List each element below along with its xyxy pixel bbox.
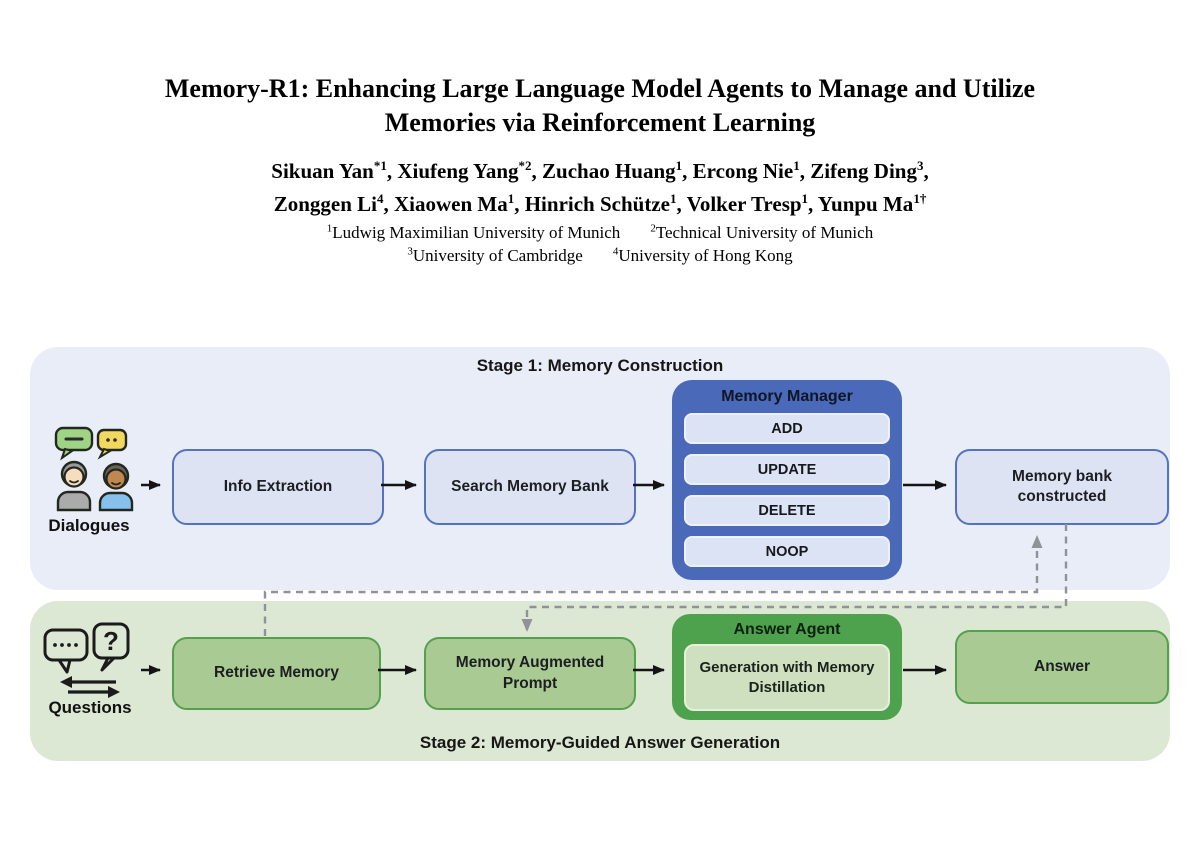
- author: Volker Tresp1,: [686, 190, 818, 216]
- affiliation: 4University of Hong Kong: [612, 245, 793, 265]
- retrieve-memory-box: Retrieve Memory: [172, 637, 381, 710]
- retrieve-memory-label: Retrieve Memory: [214, 664, 339, 682]
- questions-label: Questions: [48, 698, 132, 717]
- memory-manager-title: Memory Manager: [721, 388, 853, 405]
- author: Yunpu Ma1†: [817, 190, 927, 216]
- author: Xiaowen Ma1,: [393, 190, 525, 216]
- dialogues-people-icon: [50, 424, 140, 514]
- memory-op-noop-label: NOOP: [765, 543, 809, 560]
- paper-title: Memory-R1: Enhancing Large Language Mode…: [0, 72, 1200, 140]
- svg-text:?: ?: [103, 626, 119, 656]
- memory-op-delete-label: DELETE: [758, 502, 816, 519]
- generation-with-memory-distillation-label: Generation with Memory Distillation: [699, 659, 875, 696]
- memory-augmented-prompt-label: Memory Augmented Prompt: [455, 654, 605, 692]
- affiliation: 2Technical University of Munich: [650, 222, 874, 242]
- answer-agent-title: Answer Agent: [733, 621, 841, 638]
- search-memory-bank-box: Search Memory Bank: [424, 449, 636, 525]
- affiliation: 1Ludwig Maximilian University of Munich: [326, 222, 621, 242]
- generation-with-memory-distillation-box: Generation with Memory Distillation: [684, 644, 890, 711]
- stage2-label: Stage 2: Memory-Guided Answer Generation: [419, 733, 781, 752]
- affiliation: 3University of Cambridge: [407, 245, 583, 265]
- memory-op-update-label: UPDATE: [757, 461, 817, 478]
- author: Sikuan Yan*1,: [271, 158, 398, 183]
- info-extraction-box: Info Extraction: [172, 449, 384, 525]
- author-line-2: Zonggen Li4, Xiaowen Ma1, Hinrich Schütz…: [0, 188, 1200, 221]
- answer-box: Answer: [955, 630, 1169, 704]
- memory-op-delete: DELETE: [684, 495, 890, 526]
- author: Xiufeng Yang*2,: [397, 158, 543, 183]
- memory-op-add-label: ADD: [771, 420, 803, 437]
- search-memory-bank-label: Search Memory Bank: [451, 477, 609, 495]
- memory-op-update: UPDATE: [684, 454, 890, 485]
- paper-title-line2: Memories via Reinforcement Learning: [384, 107, 816, 137]
- author: Zonggen Li4,: [273, 190, 394, 216]
- paper-title-line1: Memory-R1: Enhancing Large Language Mode…: [164, 74, 1036, 103]
- author-list: Sikuan Yan*1, Xiufeng Yang*2, Zuchao Hua…: [0, 155, 1200, 220]
- memory-op-add: ADD: [684, 413, 890, 444]
- author: Ercong Nie1,: [692, 158, 811, 183]
- author: Zifeng Ding3,: [810, 158, 929, 183]
- memory-bank-constructed-label: Memory bank constructed: [1012, 467, 1112, 505]
- affiliation-line-2: 3University of Cambridge 4University of H…: [0, 244, 1200, 267]
- question-bubbles-icon: ?: [42, 622, 138, 700]
- author-line-1: Sikuan Yan*1, Xiufeng Yang*2, Zuchao Hua…: [0, 155, 1200, 188]
- memory-bank-constructed-box: Memory bank constructed: [955, 449, 1169, 525]
- dialogues-label: Dialogues: [48, 516, 130, 535]
- info-extraction-label: Info Extraction: [223, 477, 333, 495]
- memory-op-noop: NOOP: [684, 536, 890, 567]
- affiliation-line-1: 1Ludwig Maximilian University of Munich 2…: [0, 221, 1200, 244]
- memory-augmented-prompt-box: Memory Augmented Prompt: [424, 637, 636, 710]
- answer-agent-box: Answer Agent Generation with Memory Dist…: [672, 614, 902, 720]
- answer-label: Answer: [1034, 657, 1090, 675]
- author: Hinrich Schütze1,: [524, 190, 687, 216]
- memory-manager-box: Memory Manager ADD UPDATE DELETE NOOP: [672, 380, 902, 580]
- author: Zuchao Huang1,: [542, 158, 693, 183]
- stage1-label: Stage 1: Memory Construction: [476, 356, 724, 375]
- affiliation-list: 1Ludwig Maximilian University of Munich 2…: [0, 221, 1200, 268]
